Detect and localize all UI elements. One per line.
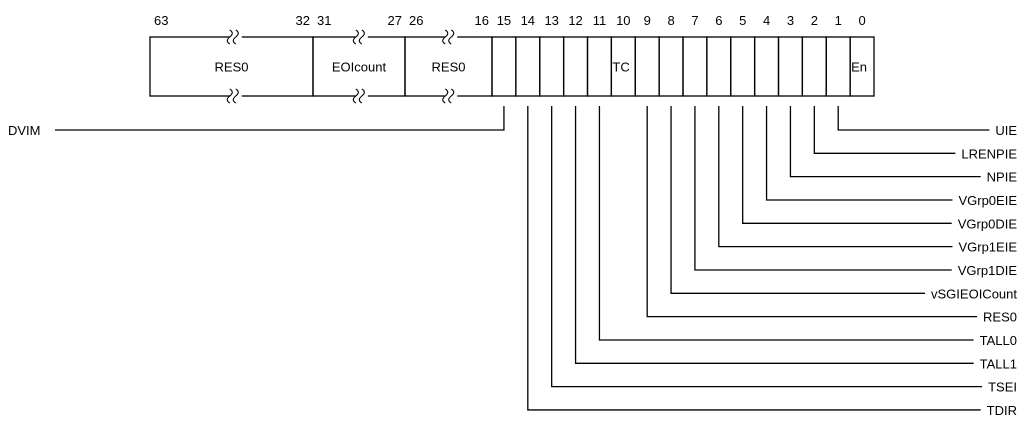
bit-number: 13 bbox=[544, 13, 558, 28]
field-name: EOIcount bbox=[332, 60, 387, 75]
break-mark-icon bbox=[226, 29, 233, 45]
callout-line bbox=[742, 106, 952, 224]
break-mark-icon bbox=[352, 88, 359, 104]
break-mark-icon bbox=[232, 88, 239, 104]
callout-line bbox=[598, 106, 974, 341]
callout-line bbox=[646, 106, 978, 318]
bit-number: 15 bbox=[497, 13, 511, 28]
bit-cell bbox=[491, 36, 517, 97]
break-mark-icon bbox=[448, 29, 455, 45]
break-mark-icon bbox=[442, 88, 449, 104]
callout-line bbox=[813, 106, 956, 154]
break-mark-icon bbox=[448, 88, 455, 104]
callout-label: RES0 bbox=[983, 310, 1017, 325]
break-mark-icon bbox=[226, 88, 233, 104]
callout-label: TALL0 bbox=[980, 333, 1017, 348]
bit-cell bbox=[801, 36, 827, 97]
callout-label: VGrp0DIE bbox=[958, 216, 1018, 231]
field-msb: 31 bbox=[317, 13, 331, 28]
bit-number: 3 bbox=[787, 13, 794, 28]
callout-label: TALL1 bbox=[980, 356, 1017, 371]
bit-cell bbox=[753, 36, 780, 97]
bit-cell bbox=[515, 36, 541, 97]
callout-line bbox=[527, 106, 981, 411]
callout-line bbox=[718, 106, 953, 248]
callout-line bbox=[694, 106, 952, 271]
callout-line bbox=[551, 106, 983, 388]
bit-number: 2 bbox=[811, 13, 818, 28]
callout-label: TDIR bbox=[987, 403, 1017, 418]
break-mark-icon bbox=[352, 29, 359, 45]
callout-line bbox=[670, 106, 926, 294]
callout-line bbox=[574, 106, 974, 364]
field-name: RES0 bbox=[432, 60, 466, 75]
callout-label: vSGIEOICount bbox=[931, 286, 1017, 301]
callout-label: UIE bbox=[995, 123, 1017, 138]
callout-label: NPIE bbox=[987, 170, 1018, 185]
bit-cell bbox=[682, 36, 708, 97]
field-lsb: 27 bbox=[388, 13, 402, 28]
callout-label: VGrp1EIE bbox=[958, 240, 1017, 255]
field-lsb: 16 bbox=[475, 13, 489, 28]
bit-number: 12 bbox=[568, 13, 582, 28]
callout-line bbox=[765, 106, 953, 201]
field-lsb: 32 bbox=[296, 13, 310, 28]
bit-cell bbox=[849, 36, 875, 97]
bit-cell bbox=[562, 36, 589, 97]
bit-number: 11 bbox=[593, 13, 607, 28]
bit-number: 4 bbox=[763, 13, 770, 28]
break-mark-icon bbox=[358, 29, 365, 45]
callout-label: VGrp0EIE bbox=[958, 193, 1017, 208]
bit-number: 6 bbox=[715, 13, 722, 28]
bit-cell bbox=[777, 36, 804, 97]
callout-label: TSEI bbox=[988, 380, 1017, 395]
field-msb: 63 bbox=[154, 13, 168, 28]
callout-line bbox=[837, 106, 990, 131]
callout-line bbox=[789, 106, 981, 178]
callout-label: DVIM bbox=[8, 123, 41, 138]
bit-cell bbox=[825, 36, 851, 97]
bit-cell bbox=[730, 36, 756, 97]
bit-cell bbox=[586, 36, 613, 97]
break-mark-icon bbox=[358, 88, 365, 104]
bit-label: TC bbox=[612, 60, 629, 75]
bit-number: 10 bbox=[616, 13, 630, 28]
bit-number: 1 bbox=[835, 13, 842, 28]
break-mark-icon bbox=[232, 29, 239, 45]
field-msb: 26 bbox=[409, 13, 423, 28]
bit-number: 7 bbox=[691, 13, 698, 28]
bit-label: En bbox=[851, 60, 867, 75]
bit-cell bbox=[539, 36, 565, 97]
bit-cell bbox=[706, 36, 732, 97]
bit-number: 5 bbox=[739, 13, 746, 28]
bit-number: 14 bbox=[521, 13, 535, 28]
bit-number: 9 bbox=[644, 13, 651, 28]
field-name: RES0 bbox=[215, 60, 249, 75]
bit-number: 8 bbox=[667, 13, 674, 28]
callout-label: VGrp1DIE bbox=[958, 263, 1018, 278]
bit-number: 0 bbox=[858, 13, 865, 28]
callout-label: LRENPIE bbox=[961, 146, 1017, 161]
callout-line bbox=[55, 106, 505, 131]
bit-cell bbox=[634, 36, 660, 97]
break-mark-icon bbox=[442, 29, 449, 45]
bit-cell bbox=[658, 36, 684, 97]
